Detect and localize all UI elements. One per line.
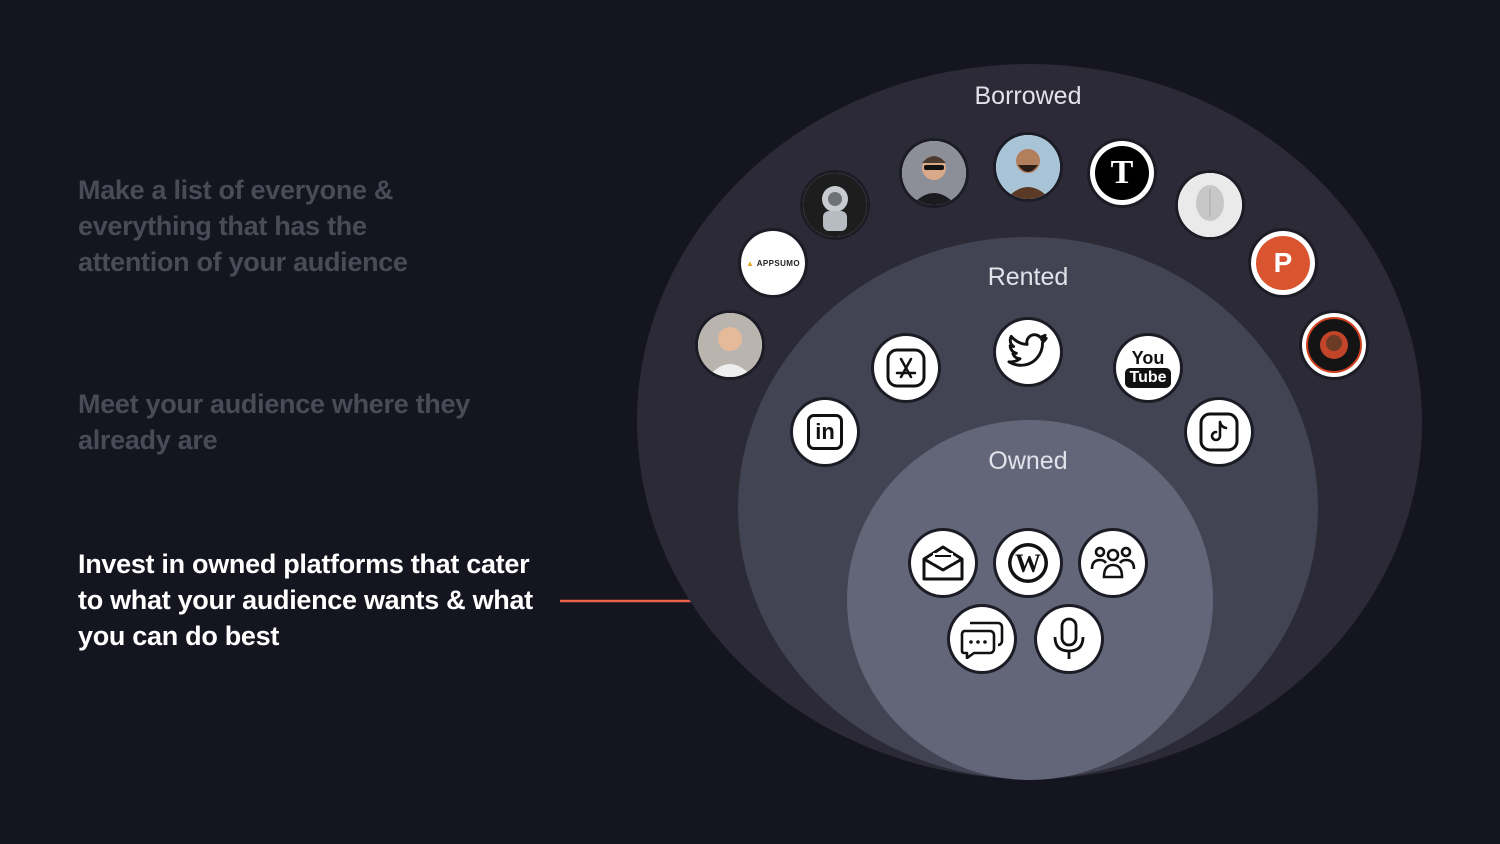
owned-label: Owned (988, 447, 1068, 475)
rented-label: Rented (987, 263, 1069, 291)
owned-ring (847, 420, 1213, 780)
youtube-logo: You Tube (1116, 336, 1180, 400)
borrowed-label: Borrowed (974, 82, 1082, 110)
statement-invest-owned: Invest in owned platforms that cater to … (78, 549, 533, 651)
astronaut-avatar-icon (803, 173, 867, 237)
appsumo-logo: ▲ APPSUMO (741, 231, 805, 295)
linkedin-icon: in (793, 400, 857, 464)
joe-rogan-experience-logo (1302, 313, 1366, 377)
person-avatar-icon (698, 313, 762, 377)
community-icon (1081, 531, 1145, 595)
statement-make-list: Make a list of everyone & everything tha… (78, 175, 408, 277)
person-beard-avatar-icon (996, 135, 1060, 199)
producthunt-logo: P (1251, 231, 1315, 295)
chat-icon (950, 607, 1014, 671)
statue-avatar-icon (1178, 173, 1242, 237)
app-store-icon (874, 336, 938, 400)
tiktok-icon (1187, 400, 1251, 464)
email-icon (911, 531, 975, 595)
wordpress-icon: W (996, 531, 1060, 595)
person-sunglasses-avatar-icon (902, 141, 966, 205)
twitter-icon (996, 320, 1060, 384)
statement-meet-audience: Meet your audience where they already ar… (78, 389, 470, 455)
nytimes-logo: T (1090, 141, 1154, 205)
microphone-icon (1037, 607, 1101, 671)
svg-text:W: W (1015, 549, 1041, 578)
